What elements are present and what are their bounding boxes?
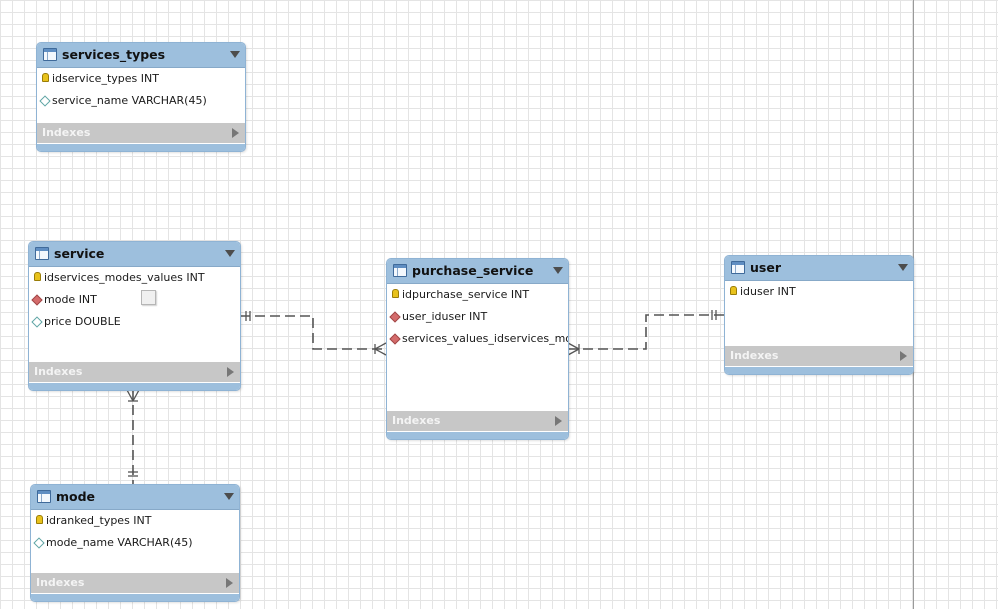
- table-name: services_types: [62, 47, 166, 62]
- primary-key-icon: [34, 272, 41, 281]
- collapse-arrow-icon[interactable]: [553, 267, 563, 274]
- expand-arrow-icon[interactable]: [900, 351, 907, 361]
- column-row[interactable]: idservice_types INT: [37, 68, 245, 90]
- indexes-label: Indexes: [42, 126, 91, 139]
- column-label: idservices_modes_values INT: [44, 271, 205, 284]
- column-label: services_values_idservices_mo...: [402, 332, 568, 345]
- primary-key-icon: [392, 289, 399, 298]
- expand-arrow-icon[interactable]: [226, 578, 233, 588]
- foreign-key-diamond-icon: [31, 294, 43, 306]
- primary-key-icon: [730, 286, 737, 295]
- indexes-label: Indexes: [730, 349, 779, 362]
- column-label: user_iduser INT: [402, 310, 488, 323]
- column-label: idranked_types INT: [46, 514, 152, 527]
- table-icon: [43, 48, 57, 61]
- table-header[interactable]: services_types: [37, 43, 245, 68]
- collapse-arrow-icon[interactable]: [224, 493, 234, 500]
- column-row[interactable]: price DOUBLE: [29, 311, 240, 333]
- table-mode[interactable]: mode idranked_types INT mode_name VARCHA…: [30, 484, 240, 602]
- attribute-diamond-icon: [39, 95, 51, 107]
- indexes-label: Indexes: [392, 414, 441, 427]
- indexes-label: Indexes: [34, 365, 83, 378]
- indexes-section[interactable]: Indexes: [31, 573, 239, 593]
- column-row[interactable]: idservices_modes_values INT: [29, 267, 240, 289]
- column-label: idpurchase_service INT: [402, 288, 530, 301]
- table-name: user: [750, 260, 781, 275]
- column-row[interactable]: idranked_types INT: [31, 510, 239, 532]
- column-label: mode INT: [44, 293, 97, 306]
- column-row[interactable]: user_iduser INT: [387, 306, 568, 328]
- column-label: mode_name VARCHAR(45): [46, 536, 193, 549]
- resize-handle[interactable]: [141, 290, 156, 305]
- table-purchase-service[interactable]: purchase_service idpurchase_service INT …: [386, 258, 569, 440]
- table-header[interactable]: mode: [31, 485, 239, 510]
- column-row[interactable]: iduser INT: [725, 281, 913, 303]
- table-bottom-strip: [29, 383, 240, 390]
- indexes-section[interactable]: Indexes: [29, 362, 240, 382]
- column-label: service_name VARCHAR(45): [52, 94, 207, 107]
- indexes-section[interactable]: Indexes: [37, 123, 245, 143]
- table-name: service: [54, 246, 105, 261]
- table-header[interactable]: service: [29, 242, 240, 267]
- column-label: iduser INT: [740, 285, 796, 298]
- attribute-diamond-icon: [33, 537, 45, 549]
- relationship-service-purchase-service[interactable]: [240, 311, 387, 356]
- collapse-arrow-icon[interactable]: [225, 250, 235, 257]
- column-row[interactable]: service_name VARCHAR(45): [37, 90, 245, 112]
- table-bottom-strip: [725, 367, 913, 374]
- foreign-key-diamond-icon: [389, 333, 401, 345]
- table-icon: [731, 261, 745, 274]
- table-bottom-strip: [387, 432, 568, 439]
- table-bottom-strip: [37, 144, 245, 151]
- table-name: purchase_service: [412, 263, 534, 278]
- attribute-diamond-icon: [31, 316, 43, 328]
- table-user[interactable]: user iduser INT Indexes: [724, 255, 914, 375]
- table-header[interactable]: purchase_service: [387, 259, 568, 284]
- column-row[interactable]: mode_name VARCHAR(45): [31, 532, 239, 554]
- table-icon: [37, 490, 51, 503]
- table-services-types[interactable]: services_types idservice_types INT servi…: [36, 42, 246, 152]
- table-icon: [393, 264, 407, 277]
- primary-key-icon: [42, 73, 49, 82]
- indexes-section[interactable]: Indexes: [725, 346, 913, 366]
- column-label: idservice_types INT: [52, 72, 159, 85]
- relationship-mode-service[interactable]: [126, 389, 140, 484]
- expand-arrow-icon[interactable]: [555, 416, 562, 426]
- foreign-key-diamond-icon: [389, 311, 401, 323]
- expand-arrow-icon[interactable]: [232, 128, 239, 138]
- table-bottom-strip: [31, 594, 239, 601]
- table-service[interactable]: service idservices_modes_values INT mode…: [28, 241, 241, 391]
- column-label: price DOUBLE: [44, 315, 121, 328]
- table-header[interactable]: user: [725, 256, 913, 281]
- column-row[interactable]: mode INT: [29, 289, 240, 311]
- primary-key-icon: [36, 515, 43, 524]
- collapse-arrow-icon[interactable]: [230, 51, 240, 58]
- expand-arrow-icon[interactable]: [227, 367, 234, 377]
- indexes-section[interactable]: Indexes: [387, 411, 568, 431]
- column-row[interactable]: idpurchase_service INT: [387, 284, 568, 306]
- relationship-user-purchase-service[interactable]: [567, 310, 724, 356]
- table-icon: [35, 247, 49, 260]
- collapse-arrow-icon[interactable]: [898, 264, 908, 271]
- column-row[interactable]: services_values_idservices_mo...: [387, 328, 568, 350]
- indexes-label: Indexes: [36, 576, 85, 589]
- table-name: mode: [56, 489, 96, 504]
